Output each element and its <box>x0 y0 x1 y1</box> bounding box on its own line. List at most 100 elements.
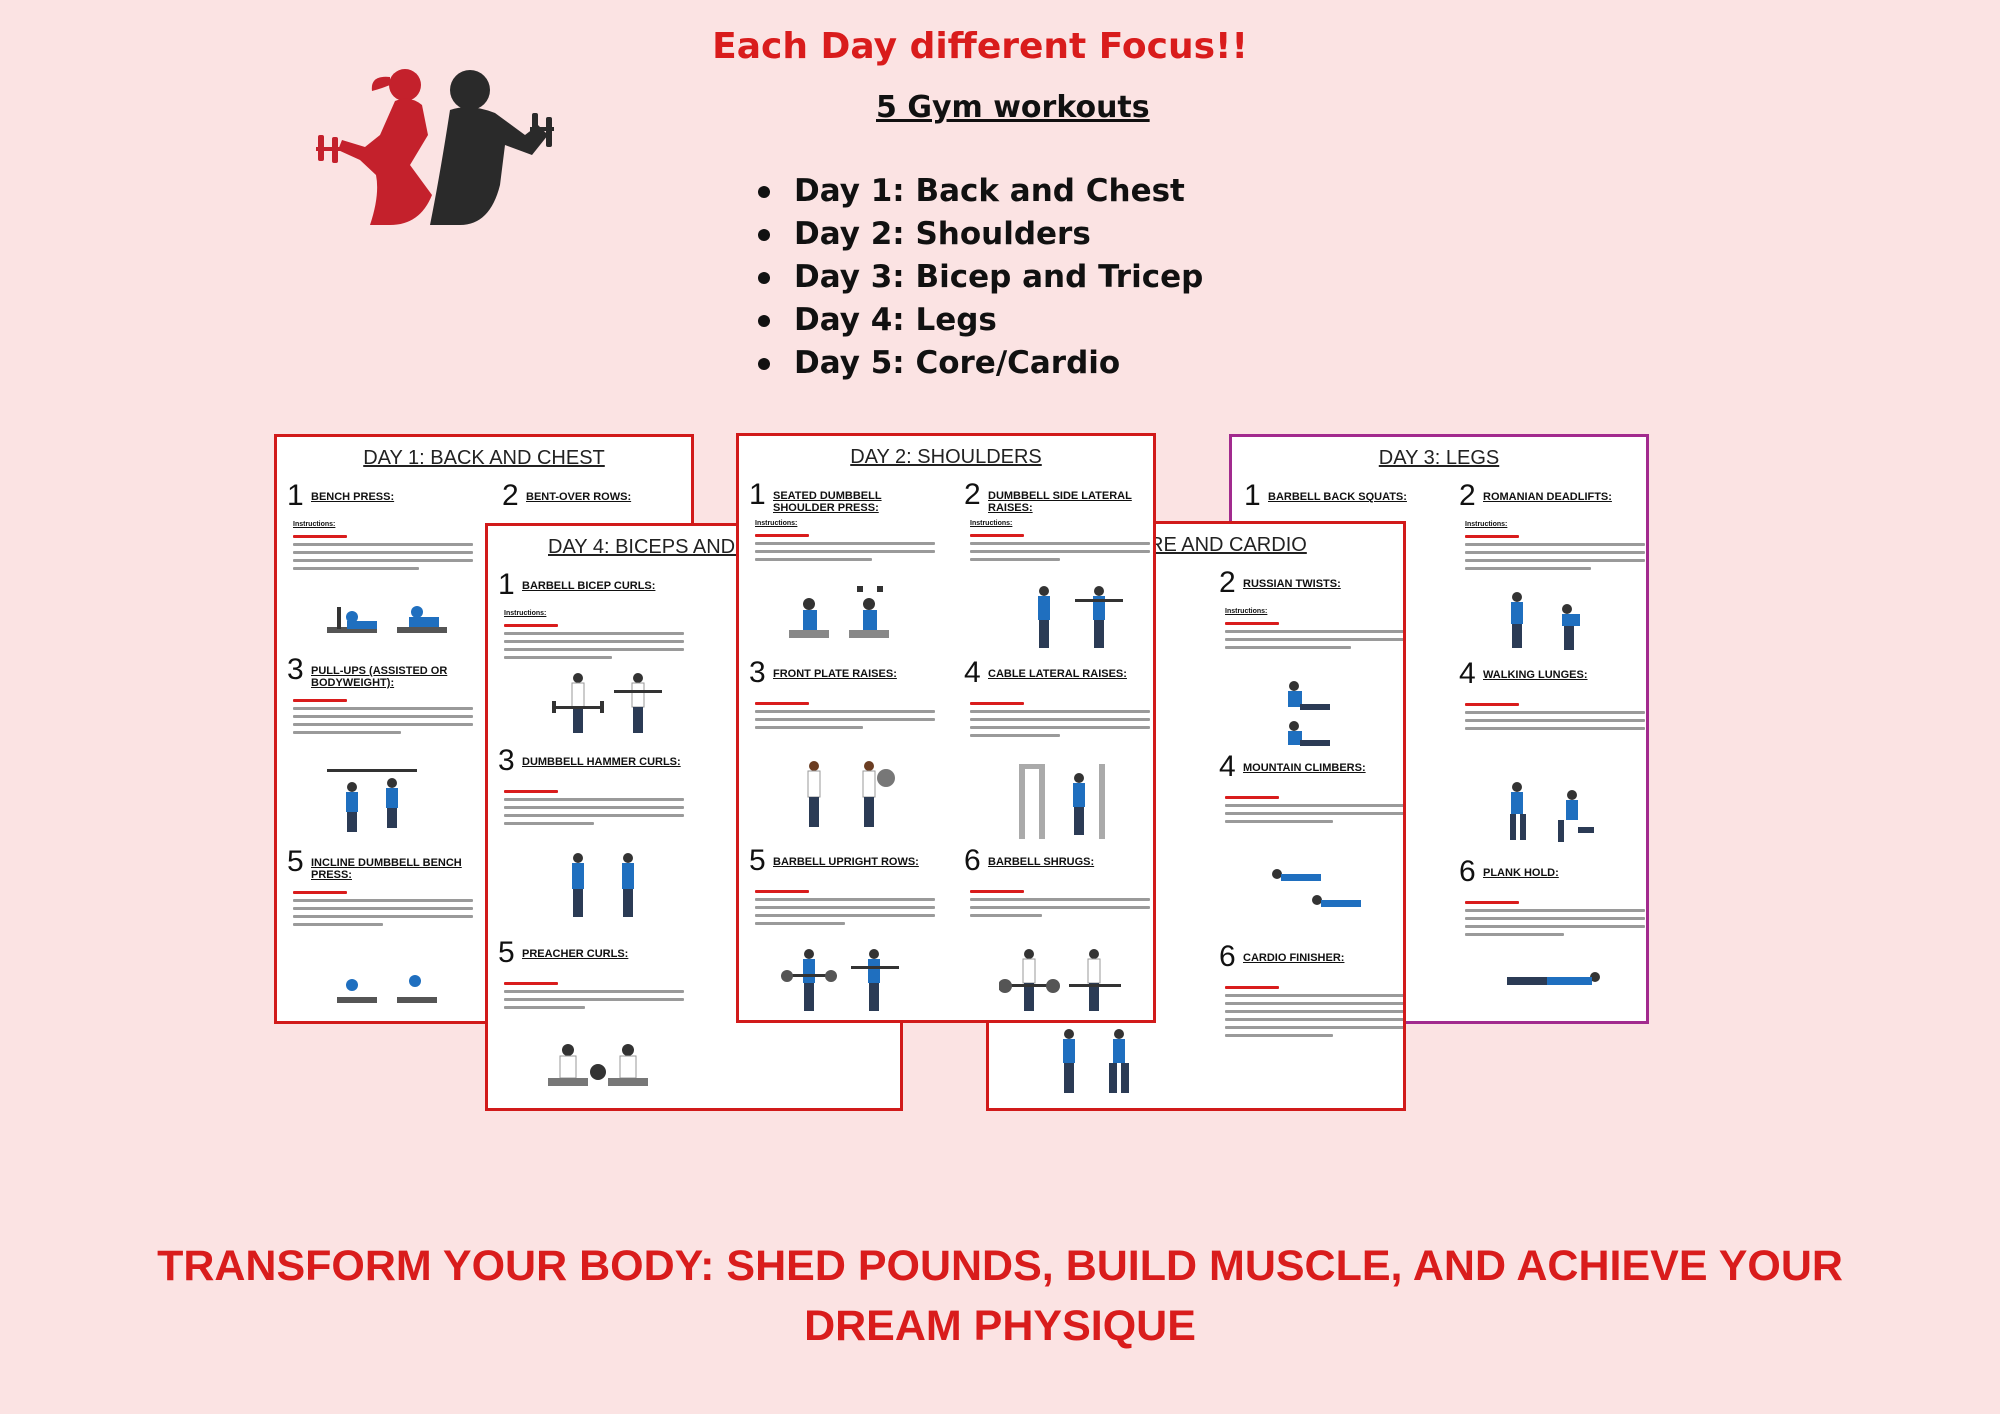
instruction-text <box>970 534 1150 566</box>
plate-raise-illustration <box>807 761 895 827</box>
exercise-name: BARBELL SHRUGS: <box>988 856 1095 868</box>
instruction-text <box>970 702 1150 742</box>
sheet-title: DAY 2: SHOULDERS <box>850 446 1042 468</box>
bullet-icon <box>758 185 770 198</box>
list-item: Day 5: Core/Cardio <box>752 342 1203 385</box>
incline-press-illustration <box>337 975 437 1003</box>
plank-illustration <box>1507 972 1600 985</box>
exercise-name: CARDIO FINISHER: <box>1243 952 1345 964</box>
exercise-number: 1 <box>1244 479 1261 512</box>
list-item: Day 4: Legs <box>752 299 1203 342</box>
tagline-line-1: TRANSFORM YOUR BODY: SHED POUNDS, BUILD … <box>157 1242 1843 1290</box>
headline: Each Day different Focus!! <box>712 26 1248 67</box>
bullet-icon <box>758 357 770 370</box>
instruction-text <box>755 534 935 566</box>
exercise-name: DUMBBELL SIDE LATERAL RAISES: <box>988 490 1132 514</box>
instructions-label: Instructions: <box>970 520 1013 527</box>
pull-up-illustration <box>327 769 417 832</box>
instruction-text <box>1225 622 1403 654</box>
list-item: Day 1: Back and Chest <box>752 170 1203 213</box>
exercise-number: 5 <box>498 936 515 969</box>
exercise-number: 4 <box>1219 750 1236 783</box>
instructions-label: Instructions: <box>293 521 336 528</box>
sheet-title: DAY 1: BACK AND CHEST <box>363 447 605 469</box>
instruction-text <box>1465 535 1645 575</box>
exercise-number: 1 <box>749 478 766 511</box>
sheet-title: DAY 3: LEGS <box>1378 447 1500 469</box>
russian-twist-illustration <box>1288 681 1330 746</box>
instructions-label: Instructions: <box>504 610 547 617</box>
day2-sheet: DAY 2: SHOULDERS 1 SEATED DUMBBELL SHOUL… <box>736 433 1156 1023</box>
exercise-name: BARBELL UPRIGHT ROWS: <box>773 856 919 868</box>
shrug-illustration <box>999 949 1121 1011</box>
bullet-icon <box>758 271 770 284</box>
exercise-number: 3 <box>498 744 515 777</box>
exercise-name: FRONT PLATE RAISES: <box>773 668 897 680</box>
exercise-name: WALKING LUNGES: <box>1483 669 1588 681</box>
exercise-number: 6 <box>1459 855 1476 888</box>
exercise-name: BENT-OVER ROWS: <box>526 491 632 503</box>
instruction-text <box>755 890 935 930</box>
exercise-name: DUMBBELL HAMMER CURLS: <box>522 756 681 768</box>
hammer-curl-illustration <box>572 853 634 917</box>
exercise-number: 4 <box>1459 657 1476 690</box>
instruction-text <box>504 790 684 830</box>
instruction-text <box>1465 703 1645 735</box>
exercise-name: RUSSIAN TWISTS: <box>1243 578 1341 590</box>
exercise-name: INCLINE DUMBBELL BENCH PRESS: <box>311 857 462 881</box>
exercise-name: ROMANIAN DEADLIFTS: <box>1483 491 1612 503</box>
exercise-number: 6 <box>964 844 981 877</box>
subhead: 5 Gym workouts <box>876 90 1150 125</box>
exercise-number: 2 <box>964 478 981 511</box>
exercise-number: 4 <box>964 656 981 689</box>
jumping-jacks-illustration <box>1063 1029 1129 1093</box>
instruction-text <box>504 982 684 1014</box>
deadlift-illustration <box>1511 592 1580 650</box>
exercise-name: PREACHER CURLS: <box>522 948 629 960</box>
exercise-name: BENCH PRESS: <box>311 491 395 503</box>
tagline-line-2: DREAM PHYSIQUE <box>804 1302 1196 1350</box>
instruction-text <box>755 702 935 734</box>
exercise-number: 5 <box>749 844 766 877</box>
sheet-title: DAY 4: BICEPS AND T <box>548 536 753 558</box>
instruction-text <box>293 699 473 739</box>
upright-row-illustration <box>781 949 899 1011</box>
lunge-illustration <box>1510 782 1594 842</box>
instruction-text <box>504 624 684 664</box>
exercise-name: PULL-UPS (ASSISTED OR BODYWEIGHT): <box>311 665 448 689</box>
instruction-text <box>1225 986 1403 1042</box>
exercise-name: CABLE LATERAL RAISES: <box>988 668 1127 680</box>
side-raise-illustration <box>1038 586 1123 648</box>
exercise-number: 2 <box>1219 566 1236 599</box>
exercise-number: 3 <box>749 656 766 689</box>
instructions-label: Instructions: <box>1225 608 1268 615</box>
instructions-label: Instructions: <box>1465 521 1508 528</box>
bullet-icon <box>758 228 770 241</box>
exercise-name: BARBELL BICEP CURLS: <box>522 580 656 592</box>
instructions-label: Instructions: <box>755 520 798 527</box>
shoulder-press-illustration <box>789 586 889 638</box>
exercise-number: 1 <box>287 479 304 512</box>
sheet-title: RE AND CARDIO <box>1149 534 1307 556</box>
bullet-icon <box>758 314 770 327</box>
exercise-name: BARBELL BACK SQUATS: <box>1268 491 1407 503</box>
preacher-curl-illustration <box>548 1044 648 1086</box>
exercise-name: MOUNTAIN CLIMBERS: <box>1243 762 1366 774</box>
tagline: TRANSFORM YOUR BODY: SHED POUNDS, BUILD … <box>0 1236 2000 1356</box>
exercise-name: SEATED DUMBBELL SHOULDER PRESS: <box>773 490 882 514</box>
mountain-climber-illustration <box>1272 869 1361 907</box>
day-list: Day 1: Back and Chest Day 2: Shoulders D… <box>752 170 1203 385</box>
bench-press-illustration <box>327 606 447 633</box>
list-item: Day 2: Shoulders <box>752 213 1203 256</box>
exercise-number: 1 <box>498 568 515 601</box>
instruction-text <box>970 890 1150 922</box>
instruction-text <box>293 891 473 931</box>
cable-raise-illustration <box>1019 764 1105 839</box>
exercise-name: PLANK HOLD: <box>1483 867 1559 879</box>
exercise-number: 5 <box>287 845 304 878</box>
exercise-number: 6 <box>1219 940 1236 973</box>
instruction-text <box>1225 796 1403 828</box>
exercise-number: 3 <box>287 653 304 686</box>
bicep-curl-illustration <box>552 673 662 733</box>
instruction-text <box>293 535 473 575</box>
